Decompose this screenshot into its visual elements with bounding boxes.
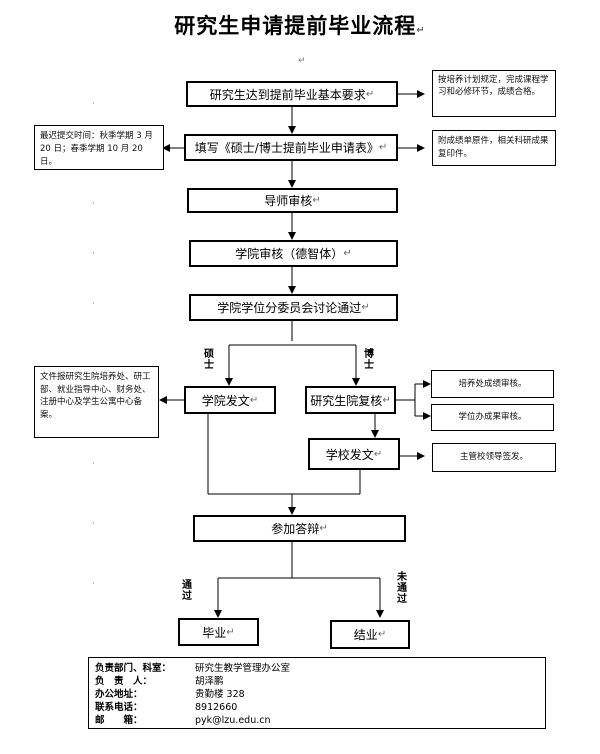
label-doctor: 博士 <box>364 349 374 371</box>
contact-dept-row: 负责部门、科室： 研究生教学管理办公室 <box>95 663 291 674</box>
contact-address-row: 办公地址： 贵勤楼 328 <box>95 689 245 700</box>
note-attachments: 附成绩单原件，相关科研成果复印件。 <box>432 130 556 166</box>
step-advisor-review: 导师审核↵ <box>187 188 398 213</box>
step-graduate: 毕业↵ <box>178 618 259 646</box>
note-grade-review: 培养处成绩审核。 <box>431 370 554 398</box>
step-basic-requirements: 研究生达到提前毕业基本要求↵ <box>186 81 398 107</box>
step-college-review: 学院审核（德智体）↵ <box>189 240 398 267</box>
page-title: 研究生申请提前毕业流程↵ <box>174 14 426 38</box>
note-filing: 文件报研究生院培养处、研工部、就业指导中心、财务处、注册中心及学生公寓中心备案。 <box>34 366 159 438</box>
note-deadline: 最迟提交时间：秋季学期 3 月 20 日；春季学期 10 月 20 日。 <box>34 125 164 170</box>
step-graduate-school-recheck: 研究生院复核↵ <box>305 386 396 414</box>
note-leader-sign: 主管校领导签发。 <box>432 443 556 472</box>
contact-info-box: 负责部门、科室： 研究生教学管理办公室 负 责 人： 胡泽鹏 办公地址： 贵勤楼… <box>88 657 546 729</box>
contact-phone-row: 联系电话： 8912660 <box>95 702 238 713</box>
step-university-issue-document: 学校发文↵ <box>308 438 400 470</box>
label-master: 硕士 <box>204 349 214 371</box>
note-course-requirement: 按培养计划规定，完成课程学习和必修环节，成绩合格。 <box>432 70 556 117</box>
label-pass: 通过 <box>182 580 192 602</box>
step-fill-application: 填写《硕士/博士提前毕业申请表》↵ <box>184 134 398 161</box>
label-fail: 未通过 <box>397 572 407 605</box>
contact-email-row: 邮 箱： pyk@lzu.edu.cn <box>95 715 271 726</box>
note-achievement-review: 学位办成果审核。 <box>431 404 554 431</box>
step-degree-committee: 学院学位分委员会讨论通过↵ <box>189 294 398 321</box>
paragraph-mark: ↵ <box>298 56 306 66</box>
step-completion: 结业↵ <box>330 620 410 649</box>
step-defense: 参加答辩↵ <box>193 515 406 542</box>
contact-person-row: 负 责 人： 胡泽鹏 <box>95 676 224 687</box>
step-college-issue-document: 学院发文↵ <box>184 386 276 414</box>
